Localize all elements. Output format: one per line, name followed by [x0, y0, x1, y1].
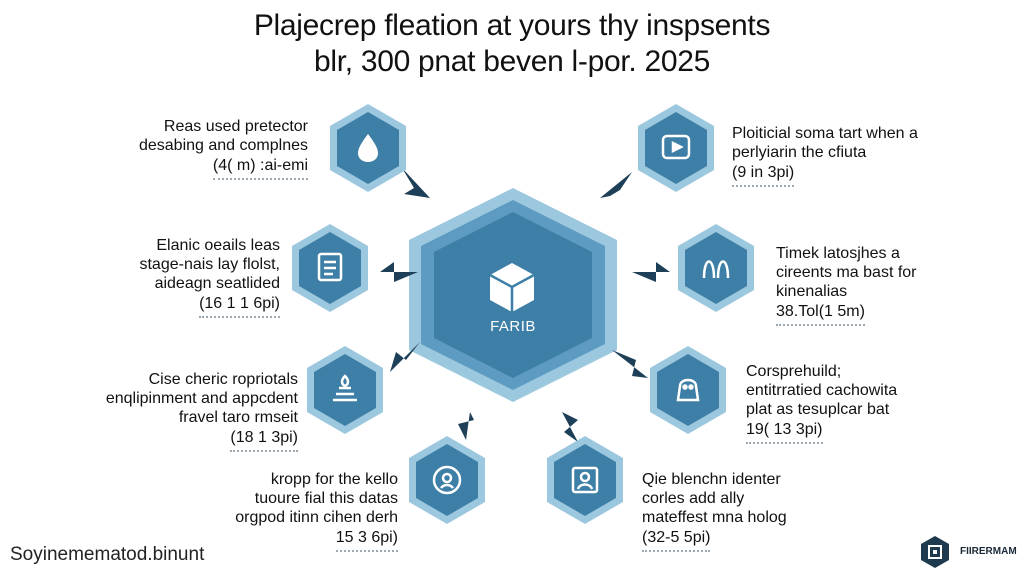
node-hex-7 — [678, 224, 754, 312]
node-5-line-2: corles add ally — [642, 490, 745, 507]
center-label: FARIB — [490, 318, 536, 335]
document-icon — [317, 252, 343, 282]
node-label-2: Elanic oeails leas stage-nais lay flolst… — [60, 236, 280, 318]
node-4-line-2: tuoure fial this datas — [254, 490, 398, 507]
node-4-line-3: orgpod itinn cihen derh — [235, 509, 398, 526]
node-8-line-2: perlyiarin the cfiuta — [732, 144, 867, 161]
node-hex-5 — [547, 436, 623, 524]
robot-icon — [676, 378, 700, 402]
node-1-line-2: desabing and complnes — [138, 137, 308, 154]
node-4-line-1: kropp for the kello — [270, 471, 398, 488]
node-6-line-1: Corsprehuild; — [746, 363, 842, 380]
people-icon — [702, 260, 730, 279]
node-label-6: Corsprehuild; entitrratied cachowita pla… — [746, 362, 966, 444]
node-hex-3 — [307, 346, 383, 434]
node-3-line-3: fravel taro rmseit — [178, 409, 298, 426]
node-label-3: Cise cheric ropriotals enqlipinment and … — [40, 370, 298, 452]
node-7-sub: 38.Tol(1 5m) — [776, 302, 865, 326]
footer-brand: FIIRERMAM — [960, 546, 1017, 557]
node-hex-8 — [638, 104, 714, 192]
node-2-sub: (16 1 1 6pi) — [199, 294, 280, 318]
arrow-to-node-5 — [562, 412, 578, 442]
arrow-to-node-1 — [402, 168, 430, 198]
node-hex-6 — [650, 346, 726, 434]
node-7-line-2: cireents ma bast for — [776, 264, 917, 281]
node-4-sub: 15 3 6pi) — [335, 528, 398, 552]
node-hex-1 — [330, 104, 406, 192]
node-8-line-1: Ploiticial soma tart when a — [732, 125, 918, 142]
node-3-line-1: Cise cheric ropriotals — [148, 371, 298, 388]
node-1-sub: (4( m) :ai-emi — [212, 156, 308, 180]
page-title-line-2: blr, 300 pnat beven l-por. 2025 — [313, 45, 710, 78]
node-8-sub: (9 in 3pi) — [732, 163, 795, 187]
stack-icon — [333, 374, 357, 402]
node-7-line-3: kinenalias — [776, 283, 848, 300]
node-2-line-2: stage-nais lay flolst, — [139, 256, 280, 273]
page-title-line-1: Plajecrep fleation at yours thy inspsent… — [253, 9, 771, 42]
arrow-to-node-3 — [390, 342, 420, 372]
footer-logo-icon — [921, 536, 949, 568]
package-box-icon — [489, 263, 535, 312]
footer-source: Soyinemematod.binunt — [10, 544, 205, 565]
arrow-to-node-2 — [380, 262, 418, 282]
node-6-sub: 19( 13 3pi) — [746, 420, 823, 444]
node-3-sub: (18 1 3pi) — [230, 428, 298, 452]
node-hex-2 — [292, 224, 368, 312]
node-label-1: Reas used pretector desabing and complne… — [90, 117, 308, 180]
node-6-line-3: plat as tesuplcar bat — [746, 401, 890, 418]
node-hex-4 — [409, 436, 485, 524]
node-6-line-2: entitrratied cachowita — [746, 382, 898, 399]
node-2-line-1: Elanic oeails leas — [156, 237, 280, 254]
badge-icon — [432, 465, 462, 495]
arrows — [380, 168, 670, 442]
node-3-line-2: enqlipinment and appcdent — [105, 390, 298, 407]
node-5-line-3: mateffest mna holog — [642, 509, 787, 526]
node-label-8: Ploiticial soma tart when a perlyiarin t… — [732, 124, 972, 187]
drop-leaf-icon — [358, 134, 378, 162]
arrow-to-node-7 — [632, 262, 670, 282]
node-5-sub: (32-5 5pi) — [642, 528, 711, 552]
node-label-5: Qie blenchn identer corles add ally mate… — [642, 470, 842, 552]
node-2-line-3: aideagn seatlided — [154, 275, 280, 292]
person-box-icon — [571, 466, 599, 494]
node-label-7: Timek latosjhes a cireents ma bast for k… — [776, 244, 976, 326]
arrow-to-node-8 — [600, 172, 632, 198]
node-1-line-1: Reas used pretector — [163, 118, 308, 135]
arrow-to-node-4 — [458, 412, 474, 440]
node-7-line-1: Timek latosjhes a — [776, 245, 900, 262]
node-5-line-1: Qie blenchn identer — [642, 471, 781, 488]
play-monitor-icon — [661, 134, 691, 160]
arrow-to-node-6 — [612, 350, 648, 378]
node-label-4: kropp for the kello tuoure fial this dat… — [200, 470, 398, 552]
